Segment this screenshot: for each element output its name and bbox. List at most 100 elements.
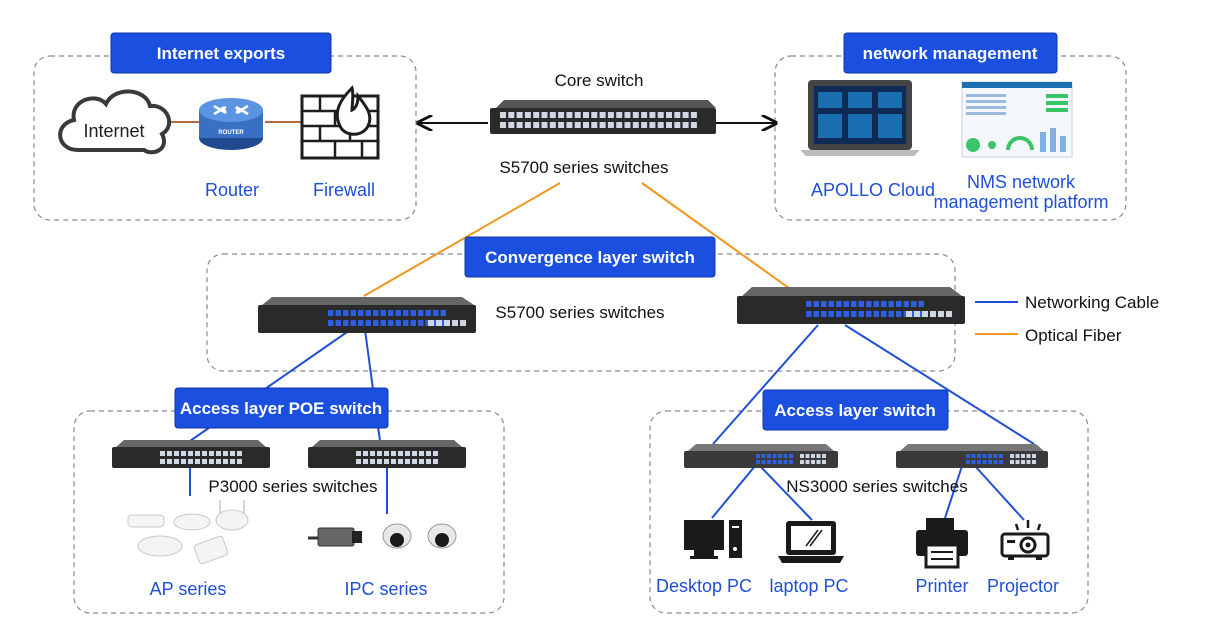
internet-cloud-icon: Internet <box>58 89 172 155</box>
switch-port <box>822 454 826 458</box>
switch-port <box>160 459 165 464</box>
switch-port <box>516 112 523 118</box>
switch-port <box>993 460 998 464</box>
switch-port <box>805 460 810 464</box>
switch-port <box>888 301 894 307</box>
switch-port <box>649 112 656 118</box>
switch-port <box>914 311 920 317</box>
switch-port <box>188 459 193 464</box>
switch-port <box>851 311 857 317</box>
switch-port <box>524 122 531 128</box>
switch-port <box>209 459 214 464</box>
switch-port <box>237 459 242 464</box>
switch-port <box>356 451 361 456</box>
optical-link-core-left <box>363 182 561 297</box>
switch-port <box>1015 454 1020 458</box>
switch-port <box>410 310 416 316</box>
switch-port <box>343 320 349 326</box>
switch-port <box>982 454 987 458</box>
switch-port <box>444 320 450 326</box>
switch-port <box>440 310 446 316</box>
switch-port <box>806 301 812 307</box>
switch-port <box>391 451 396 456</box>
convergence-switch-right <box>737 287 965 324</box>
switch-port <box>811 454 815 458</box>
switch-port <box>918 311 924 317</box>
core-switch-series: S5700 series switches <box>499 158 668 177</box>
switch-port <box>380 310 386 316</box>
firewall-icon <box>300 85 380 160</box>
switch-port <box>616 112 623 118</box>
poe-series: P3000 series switches <box>208 477 377 496</box>
switch-port <box>440 320 446 326</box>
switch-port <box>813 301 819 307</box>
switch-port <box>977 460 981 464</box>
switch-port <box>216 451 221 456</box>
switch-port <box>410 320 416 326</box>
switch-port <box>508 122 515 128</box>
switch-port <box>433 459 438 464</box>
switch-port <box>1026 460 1031 464</box>
access-header: Access layer switch <box>762 389 949 431</box>
switch-port <box>412 451 417 456</box>
switch-port <box>632 122 639 128</box>
switch-port <box>181 459 186 464</box>
switch-port <box>516 122 523 128</box>
switch-port <box>436 320 442 326</box>
switch-port <box>574 112 581 118</box>
switch-port <box>365 310 371 316</box>
switch-port <box>167 451 172 456</box>
switch-port <box>816 454 821 458</box>
switch-port <box>858 311 864 317</box>
ap-series-label: AP series <box>150 579 227 599</box>
switch-port <box>566 122 573 128</box>
switch-port <box>682 112 689 118</box>
poe-switch-left <box>112 440 270 468</box>
switch-port <box>237 451 242 456</box>
switch-port <box>641 112 648 118</box>
switch-port <box>1032 460 1036 464</box>
switch-port <box>666 112 672 118</box>
switch-port <box>982 460 987 464</box>
switch-port <box>433 310 439 316</box>
convergence-switch-left <box>258 297 476 333</box>
switch-port <box>873 311 879 317</box>
internet-cloud-label: Internet <box>83 121 144 141</box>
switch-port <box>591 112 598 118</box>
core-switch-device <box>490 100 716 134</box>
switch-port <box>789 454 793 458</box>
convergence-title: Convergence layer switch <box>485 248 695 267</box>
switch-port <box>1026 454 1031 458</box>
switch-port <box>783 454 788 458</box>
router-label: Router <box>205 180 259 200</box>
switch-port <box>811 460 815 464</box>
switch-port <box>666 122 672 128</box>
switch-port <box>843 311 849 317</box>
switch-port <box>403 310 409 316</box>
laptop-pc-icon <box>778 521 844 563</box>
switch-port <box>426 451 431 456</box>
ipc-cameras-icon <box>308 523 457 549</box>
switch-port <box>843 301 849 307</box>
switch-port <box>202 459 207 464</box>
switch-port <box>999 454 1003 458</box>
ns-switch-right <box>896 444 1048 468</box>
switch-port <box>335 310 341 316</box>
switch-port <box>1032 454 1036 458</box>
switch-port <box>384 459 389 464</box>
switch-port <box>761 460 766 464</box>
switch-port <box>999 460 1003 464</box>
switch-port <box>384 451 389 456</box>
switch-port <box>223 459 228 464</box>
ipc-series-label: IPC series <box>344 579 427 599</box>
switch-port <box>977 454 981 458</box>
ns-series: NS3000 series switches <box>786 477 967 496</box>
switch-port <box>426 459 431 464</box>
switch-port <box>398 459 403 464</box>
switch-port <box>363 459 368 464</box>
switch-port <box>881 301 887 307</box>
switch-port <box>624 112 631 118</box>
switch-port <box>209 451 214 456</box>
switch-port <box>599 112 606 118</box>
core-switch-title: Core switch <box>555 71 644 90</box>
